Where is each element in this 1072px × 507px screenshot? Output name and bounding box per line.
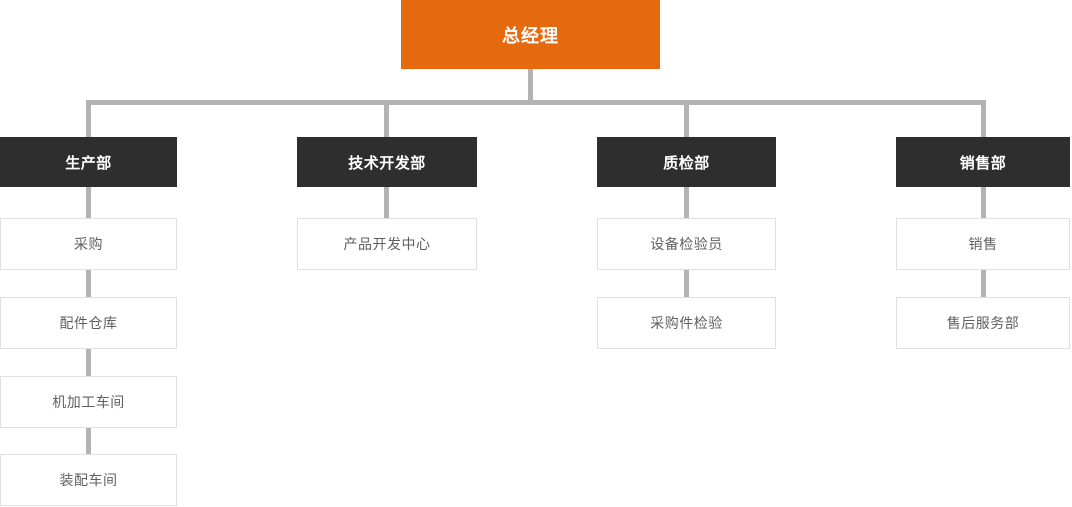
org-node-sales-dept: 销售部 bbox=[896, 137, 1070, 187]
org-node-after-sales-service: 售后服务部 bbox=[896, 297, 1070, 349]
org-node-general-manager: 总经理 bbox=[401, 0, 660, 69]
org-node-purchasing: 采购 bbox=[0, 218, 177, 270]
connector-line bbox=[384, 187, 389, 218]
connector-drop-sales bbox=[981, 105, 986, 137]
connector-horizontal bbox=[86, 100, 986, 105]
connector-line bbox=[86, 428, 91, 454]
connector-line bbox=[86, 270, 91, 297]
org-node-development-dept: 技术开发部 bbox=[297, 137, 477, 187]
org-node-parts-warehouse: 配件仓库 bbox=[0, 297, 177, 349]
org-node-quality-dept: 质检部 bbox=[597, 137, 776, 187]
connector-drop-quality bbox=[684, 105, 689, 137]
org-node-product-dev-center: 产品开发中心 bbox=[297, 218, 477, 270]
connector-line bbox=[981, 270, 986, 297]
connector-drop-production bbox=[86, 105, 91, 137]
connector-line bbox=[684, 187, 689, 218]
connector-line bbox=[86, 187, 91, 218]
org-node-production-dept: 生产部 bbox=[0, 137, 177, 187]
connector-line bbox=[86, 349, 91, 376]
connector-line bbox=[981, 187, 986, 218]
org-node-purchased-part-inspection: 采购件检验 bbox=[597, 297, 776, 349]
connector-root-drop bbox=[528, 69, 533, 100]
org-node-assembly-workshop: 装配车间 bbox=[0, 454, 177, 506]
connector-line bbox=[684, 270, 689, 297]
org-node-equipment-inspector: 设备检验员 bbox=[597, 218, 776, 270]
org-node-sales: 销售 bbox=[896, 218, 1070, 270]
connector-drop-development bbox=[384, 105, 389, 137]
org-node-machining-workshop: 机加工车间 bbox=[0, 376, 177, 428]
